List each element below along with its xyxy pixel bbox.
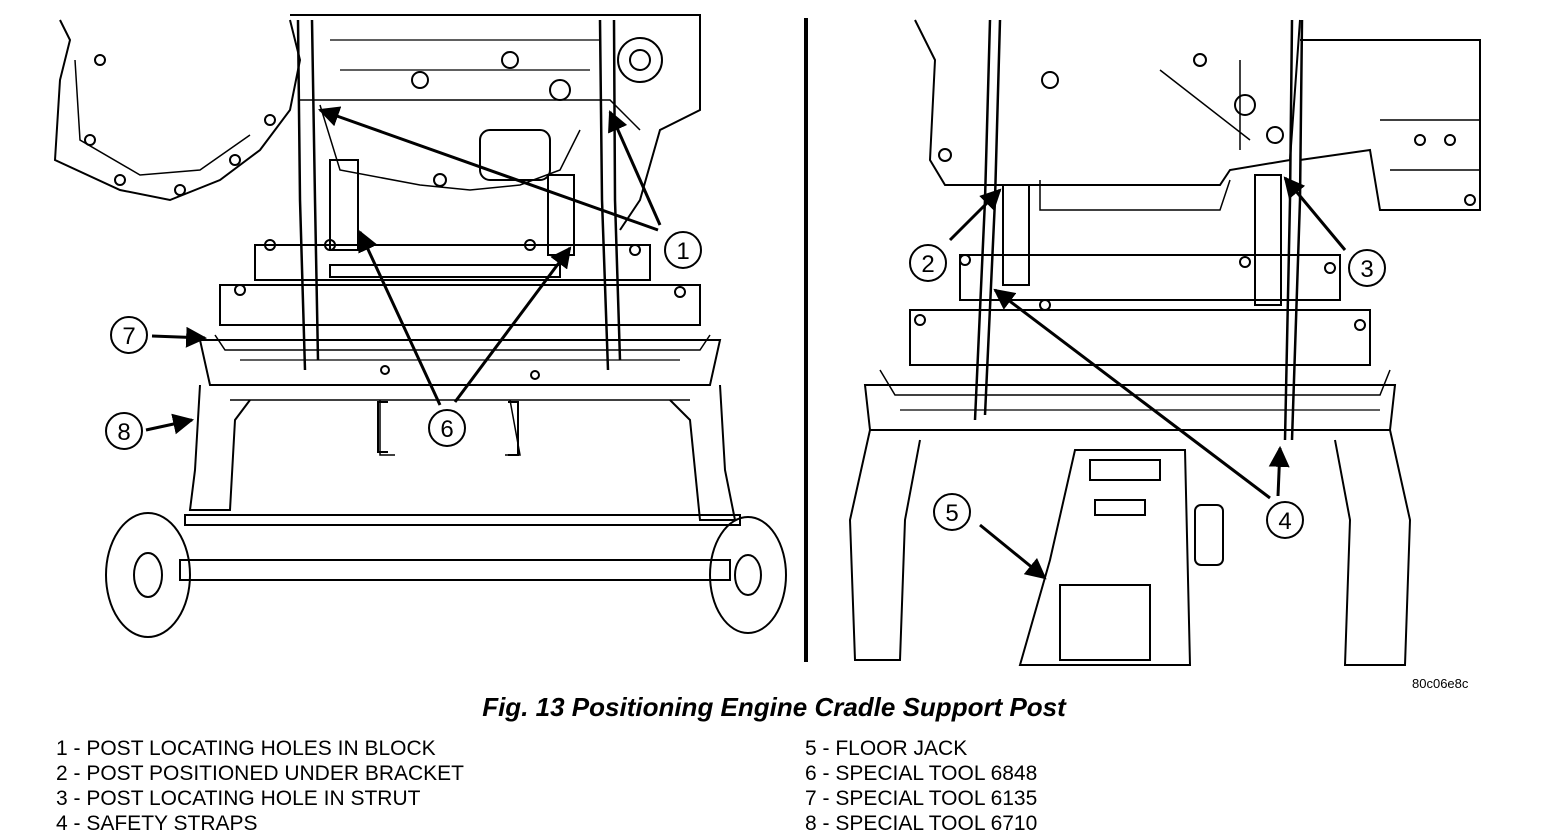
callout-arrows <box>145 106 1347 580</box>
callout-bracket <box>377 401 519 456</box>
legend-item: 1 - POST LOCATING HOLES IN BLOCK <box>56 737 436 760</box>
svg-text:1: 1 <box>676 238 689 265</box>
callout-4: 4 <box>1266 501 1304 539</box>
svg-text:2: 2 <box>921 251 934 278</box>
right-panel-drawing <box>848 19 1481 666</box>
figure-code: 80c06e8c <box>1412 676 1469 691</box>
callout-1: 1 <box>664 231 702 269</box>
callout-6: 6 <box>428 409 466 447</box>
figure-caption: Fig. 13 Positioning Engine Cradle Suppor… <box>482 692 1066 722</box>
legend-item: 5 - FLOOR JACK <box>805 737 968 760</box>
callout-7: 7 <box>110 316 148 354</box>
svg-text:5: 5 <box>945 500 958 527</box>
diagram-illustration: 1 2 3 4 5 6 7 8 <box>53 14 1481 666</box>
callout-2: 2 <box>909 244 947 282</box>
legend-right: 5 - FLOOR JACK 6 - SPECIAL TOOL 6848 7 -… <box>805 736 1037 836</box>
svg-text:3: 3 <box>1360 256 1373 283</box>
legend-item: 2 - POST POSITIONED UNDER BRACKET <box>56 762 465 785</box>
callout-3: 3 <box>1348 249 1386 287</box>
legend-item: 8 - SPECIAL TOOL 6710 <box>805 812 1038 835</box>
legend-left: 1 - POST LOCATING HOLES IN BLOCK 2 - POS… <box>56 736 464 836</box>
svg-text:8: 8 <box>117 419 130 446</box>
callout-8: 8 <box>105 412 143 450</box>
legend-item: 6 - SPECIAL TOOL 6848 <box>805 762 1038 785</box>
legend-item: 3 - POST LOCATING HOLE IN STRUT <box>56 787 421 810</box>
legend-item: 7 - SPECIAL TOOL 6135 <box>805 787 1038 810</box>
callout-5: 5 <box>933 493 971 531</box>
svg-text:7: 7 <box>122 323 135 350</box>
legend-item: 4 - SAFETY STRAPS <box>56 812 258 835</box>
svg-text:4: 4 <box>1278 508 1291 535</box>
svg-text:6: 6 <box>440 416 453 443</box>
left-panel-drawing <box>53 14 787 638</box>
